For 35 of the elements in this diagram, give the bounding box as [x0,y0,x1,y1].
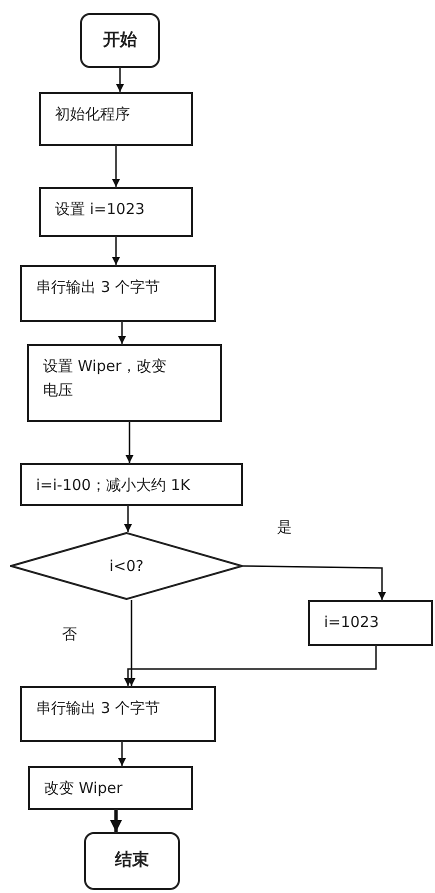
node-text: 初始化程序 [55,104,131,125]
node-text: 结束 [115,849,149,872]
terminal-box [80,13,160,68]
node-text: 改变 Wiper [44,778,124,799]
decision-diamond [10,532,243,600]
arrow [118,742,126,766]
node-text: 设置 Wiper，改变电压 [43,356,168,401]
arrow [116,68,124,92]
arrow [124,646,377,686]
node-text: 串行输出 3 个字节 [36,277,162,298]
terminal-box [84,832,180,890]
process-box [39,92,193,146]
arrow [118,322,126,344]
arrow [110,810,122,832]
process-box [27,344,222,422]
node-text: i<0? [109,556,144,577]
edge-label: 否 [60,625,79,644]
process-box [20,265,216,322]
edge-label: 是 [275,518,294,537]
arrow [112,146,120,187]
node-text: 串行输出 3 个字节 [36,698,162,719]
arrow [128,600,136,686]
node-text: i=i-100；减小大约 1K [36,475,192,496]
process-box [28,766,193,810]
arrow [112,237,120,265]
process-box [20,463,243,506]
node-text: 设置 i=1023 [55,199,146,220]
process-box [39,187,193,237]
process-box [20,686,216,742]
arrow [124,506,132,532]
arrow [242,565,386,600]
process-box [308,600,433,646]
node-text: 开始 [103,28,137,52]
arrow [126,422,134,463]
node-text: i=1023 [324,612,380,633]
